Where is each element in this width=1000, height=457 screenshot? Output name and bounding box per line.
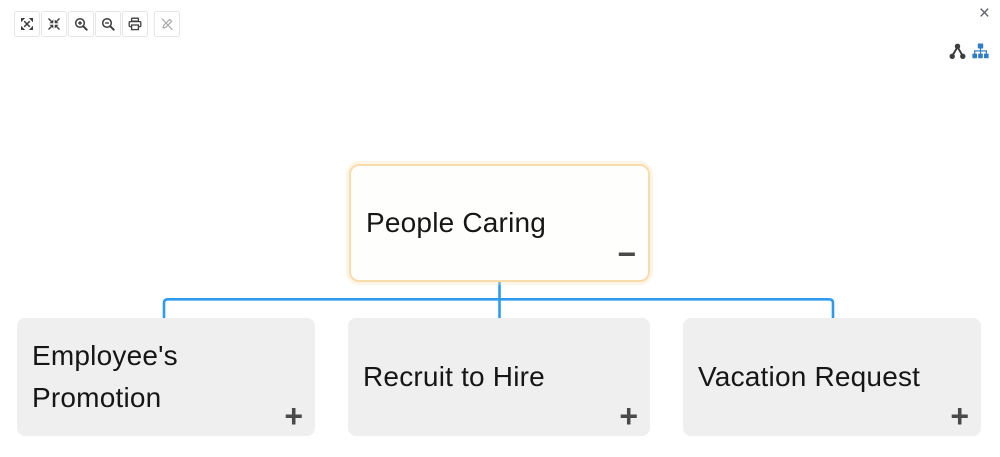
node-label: Employee's Promotion (32, 340, 178, 413)
expand-button[interactable] (14, 11, 40, 37)
expand-toggle[interactable]: + (284, 398, 303, 434)
node-employees-promotion[interactable]: Employee's Promotion + (17, 318, 315, 436)
expand-toggle[interactable]: + (619, 398, 638, 434)
print-button[interactable] (122, 11, 148, 37)
collapse-toggle[interactable]: − (617, 236, 636, 272)
view-switcher (949, 43, 989, 60)
node-label: People Caring (366, 207, 547, 238)
zoom-out-button[interactable] (95, 11, 121, 37)
node-recruit-to-hire[interactable]: Recruit to Hire + (348, 318, 650, 436)
node-people-caring[interactable]: People Caring − (349, 164, 650, 282)
mindmap-icon (949, 43, 966, 63)
zoom-out-icon (101, 17, 115, 31)
edit-disabled-button[interactable] (154, 11, 180, 37)
expand-arrows-icon (20, 17, 34, 31)
zoom-in-button[interactable] (68, 11, 94, 37)
sitemap-icon (972, 43, 989, 63)
close-button[interactable]: × (975, 2, 994, 25)
compress-button[interactable] (41, 11, 67, 37)
mindmap-view-button[interactable] (949, 43, 966, 60)
edit-disabled-icon (160, 17, 174, 31)
node-vacation-request[interactable]: Vacation Request + (683, 318, 981, 436)
node-label: Vacation Request (698, 361, 921, 392)
toolbar (14, 11, 180, 37)
print-icon (128, 17, 142, 31)
zoom-in-icon (74, 17, 88, 31)
orgchart-view-button[interactable] (972, 43, 989, 60)
compress-arrows-icon (47, 17, 61, 31)
expand-toggle[interactable]: + (950, 398, 969, 434)
node-label: Recruit to Hire (363, 361, 545, 392)
